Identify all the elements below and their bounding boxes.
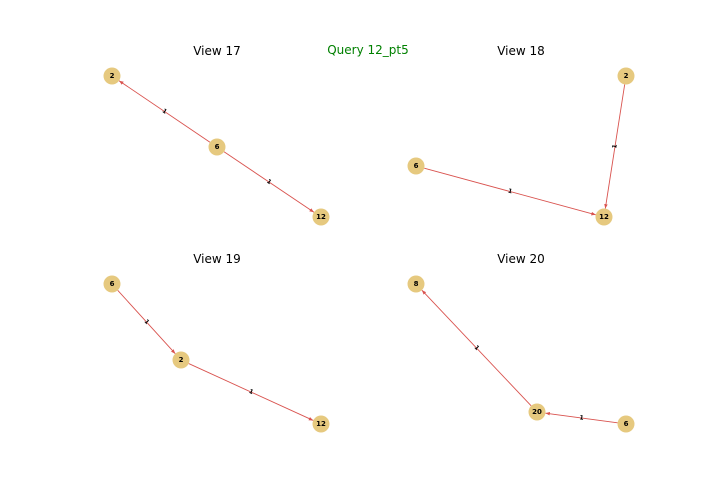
node-circle — [528, 403, 546, 421]
node-label: 12 — [316, 213, 326, 221]
edge-6-to-12 — [223, 151, 315, 213]
edge-weight-label: 1 — [143, 318, 151, 326]
view-title: View 17 — [193, 44, 241, 58]
node-label: 2 — [110, 72, 115, 80]
edge-2-to-12 — [188, 363, 314, 421]
node-circle — [103, 275, 121, 293]
view-title: View 18 — [497, 44, 545, 58]
node-circle — [407, 157, 425, 175]
edge-6-to-2 — [117, 289, 176, 355]
node-circle — [617, 67, 635, 85]
edge-weight-label: 1 — [265, 178, 272, 186]
graph-node-2: 2 — [617, 67, 635, 85]
node-circle — [617, 415, 635, 433]
edge-weight-label: 1 — [507, 188, 513, 196]
graph-node-6: 6 — [208, 138, 226, 156]
edge-weight-label: 1 — [473, 344, 481, 352]
view-panel-19: View 19 1 1 6 2 12 — [103, 252, 330, 433]
node-label: 2 — [624, 72, 629, 80]
node-circle — [312, 415, 330, 433]
view-title: View 19 — [193, 252, 241, 266]
node-circle — [208, 138, 226, 156]
graph-node-12: 12 — [312, 208, 330, 226]
edge-6-to-20 — [545, 411, 618, 424]
view-panel-20: View 20 1 1 8 20 6 — [407, 252, 635, 433]
graph-node-6: 6 — [407, 157, 425, 175]
node-label: 12 — [599, 213, 609, 221]
node-label: 6 — [215, 143, 220, 151]
graph-node-6: 6 — [103, 275, 121, 293]
graph-node-12: 12 — [595, 208, 613, 226]
edge-weight-label: 1 — [161, 107, 168, 115]
node-label: 12 — [316, 420, 326, 428]
node-label: 20 — [532, 408, 542, 416]
edge-weight-label: 1 — [248, 388, 255, 396]
graph-node-6: 6 — [617, 415, 635, 433]
node-circle — [172, 351, 190, 369]
edge-6-to-2 — [118, 80, 211, 143]
node-circle — [595, 208, 613, 226]
node-circle — [103, 67, 121, 85]
graph-node-12: 12 — [312, 415, 330, 433]
edge-6-to-12 — [424, 167, 596, 216]
edge-2-to-12 — [604, 84, 626, 209]
node-label: 8 — [414, 280, 419, 288]
view-title: View 20 — [497, 252, 545, 266]
edge-20-to-8 — [421, 289, 532, 407]
graph-node-8: 8 — [407, 275, 425, 293]
node-label: 6 — [624, 420, 629, 428]
edge-weight-label: 1 — [611, 144, 619, 149]
node-label: 2 — [179, 356, 184, 364]
node-circle — [407, 275, 425, 293]
figure-title: Query 12_pt5 — [327, 43, 409, 57]
graph-node-2: 2 — [172, 351, 190, 369]
edge-weight-label: 1 — [579, 414, 584, 421]
node-circle — [312, 208, 330, 226]
graph-node-2: 2 — [103, 67, 121, 85]
node-label: 6 — [110, 280, 115, 288]
node-label: 6 — [414, 162, 419, 170]
graph-node-20: 20 — [528, 403, 546, 421]
